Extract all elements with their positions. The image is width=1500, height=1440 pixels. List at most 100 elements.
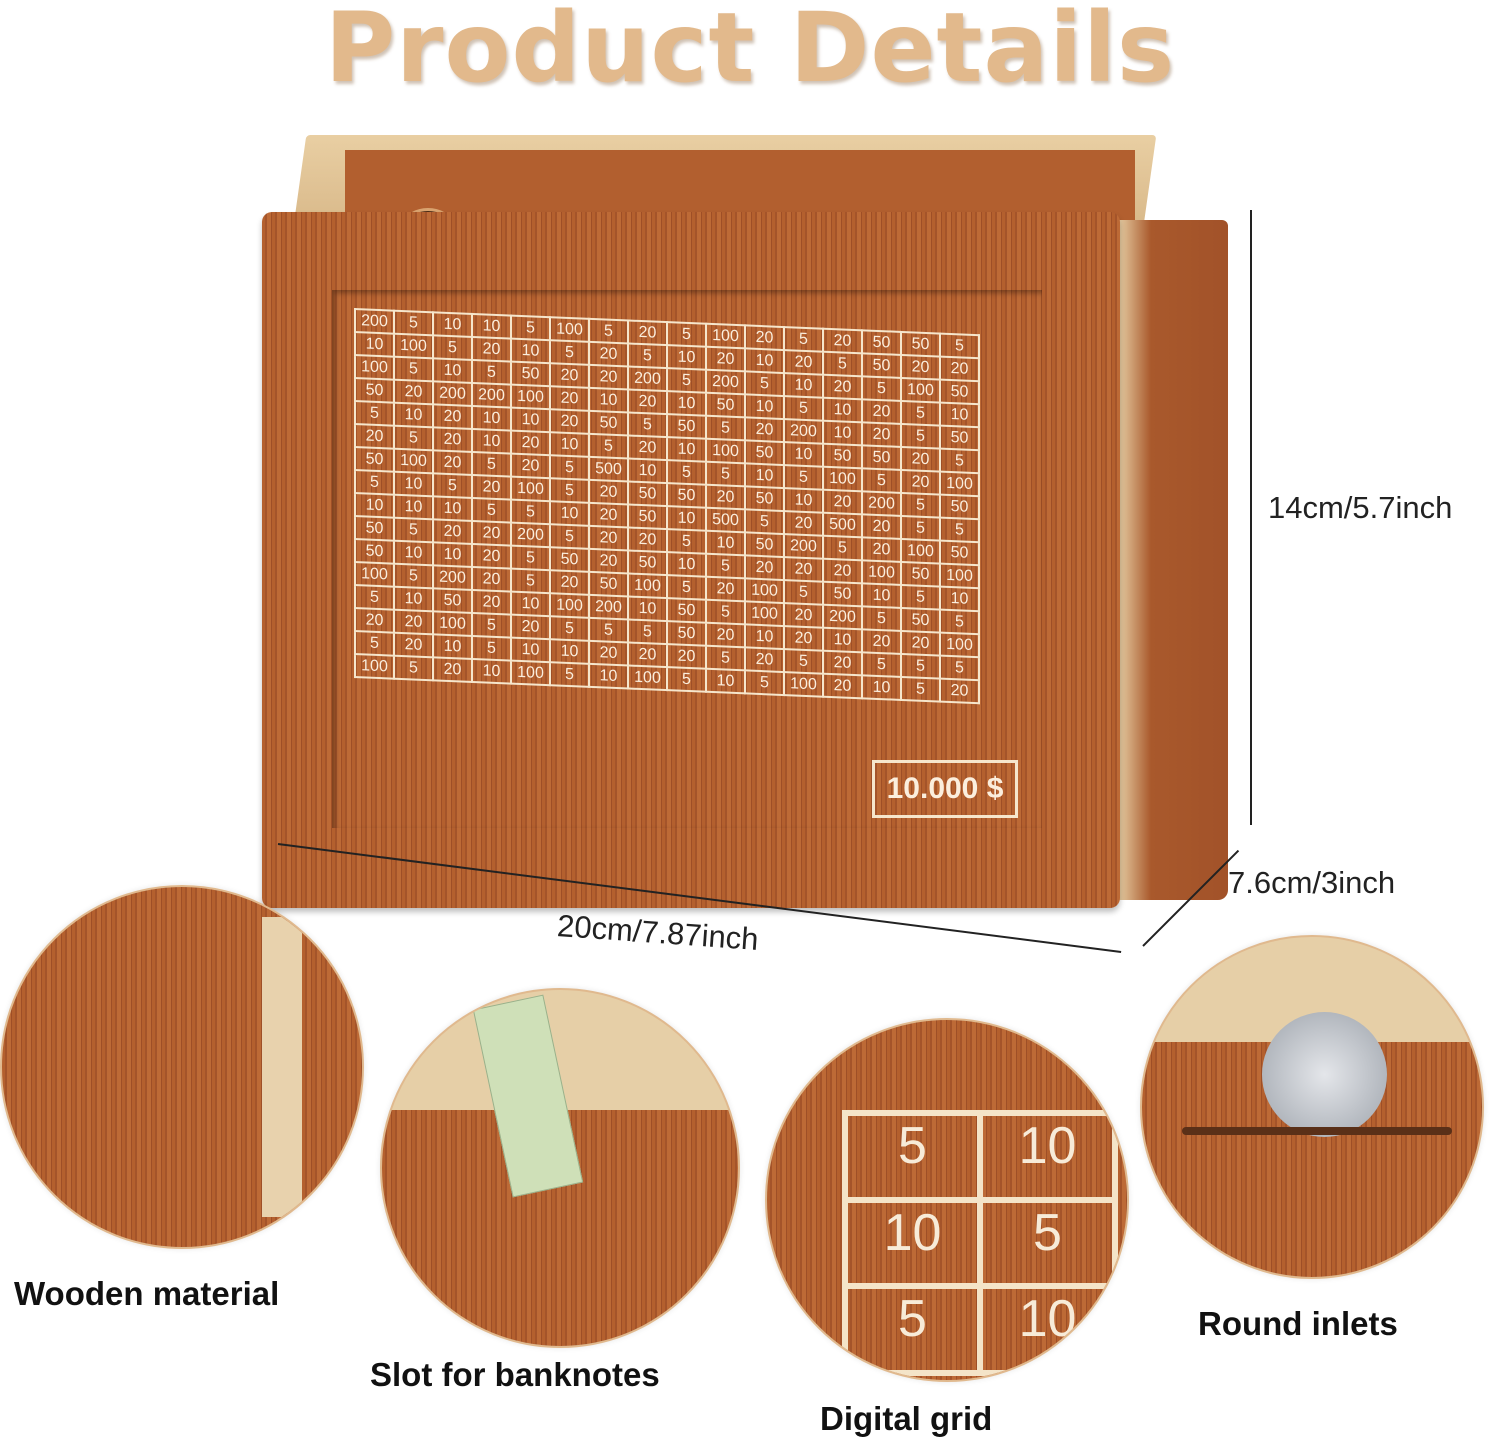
grid-cell: 10 (433, 358, 472, 383)
grid-cell: 50 (667, 483, 706, 508)
width-dimension-label: 20cm/7.87inch (556, 908, 760, 957)
grid-cell: 100 (823, 466, 862, 492)
feature-label-round-inlets: Round inlets (1198, 1305, 1398, 1342)
coin-icon (1262, 1012, 1387, 1137)
grid-cell: 50 (745, 532, 784, 558)
grid-cell: 10 (667, 345, 706, 370)
grid-cell: 10 (745, 624, 784, 650)
grid-cell: 10 (628, 596, 667, 622)
grid-cell: 10 (472, 658, 511, 684)
grid-cell: 20 (550, 363, 589, 388)
grid-cell: 20 (589, 479, 628, 505)
grid-cell: 10 (862, 583, 901, 608)
grid-cell: 50 (628, 550, 667, 576)
grid-cell: 5 (862, 606, 901, 631)
grid-cell: 20 (589, 525, 628, 551)
grid-cell: 10 (511, 338, 550, 364)
grid-cell: 20 (550, 409, 589, 434)
grid-cell: 5 (550, 340, 589, 365)
grid-cell: 10 (784, 488, 823, 513)
grid-cell: 50 (355, 516, 394, 541)
grid-cell: 50 (355, 447, 394, 472)
grid-cell: 10 (589, 387, 628, 413)
grid-cell: 100 (394, 333, 433, 359)
digital-grid-closeup: 5 10 10 5 5 10 (765, 1018, 1129, 1382)
grid-cell: 10 (745, 348, 784, 374)
grid-cell: 10 (706, 668, 745, 694)
grid-cell: 10 (394, 540, 433, 566)
grid-cell: 50 (823, 443, 862, 469)
goal-badge: 10.000 $ (872, 760, 1018, 818)
grid-cell: 50 (355, 378, 394, 403)
grid-cell: 10 (823, 397, 862, 423)
grid-cell: 20 (862, 399, 901, 424)
grid-cell: 100 (940, 632, 979, 658)
grid-cell: 10 (433, 542, 472, 567)
grid-cell: 20 (589, 502, 628, 528)
grid-cell: 100 (550, 593, 589, 618)
grid-cell: 5 (550, 662, 589, 687)
grid-cell: 5 (394, 425, 433, 451)
grid-cell: 200 (433, 381, 472, 406)
grid-cell: 5 (940, 448, 979, 474)
grid-cell: 20 (550, 386, 589, 411)
feature-label-slot-for-banknotes: Slot for banknotes (370, 1356, 660, 1393)
grid-cell: 50 (745, 440, 784, 466)
grid-cell: 50 (940, 540, 979, 566)
grid-cell: 10 (745, 394, 784, 420)
grid-cell: 20 (394, 632, 433, 658)
grid-cell: 100 (550, 317, 589, 342)
grid-cell: 200 (355, 309, 394, 334)
grid-cell: 10 (589, 663, 628, 689)
grid-cell: 5 (355, 401, 394, 426)
grid-cell: 50 (940, 494, 979, 520)
grid-cell: 100 (862, 560, 901, 585)
grid-cell: 20 (511, 453, 550, 479)
height-dimension-label: 14cm/5.7inch (1268, 490, 1453, 525)
grid-cell: 20 (472, 589, 511, 615)
grid-cell: 20 (628, 389, 667, 415)
grid-cell: 10 (550, 639, 589, 664)
grid-cell: 20 (472, 474, 511, 500)
grid-cell: 200 (472, 382, 511, 408)
grid-cell: 10 (394, 402, 433, 428)
grid-cell: 10 (394, 586, 433, 612)
grid-cell: 5 (784, 396, 823, 421)
grid-cell: 5 (862, 652, 901, 677)
grid-cell: 100 (901, 538, 940, 564)
grid-cell: 100 (628, 665, 667, 691)
grid-cell: 5 (394, 655, 433, 681)
grid-cell: 50 (901, 607, 940, 633)
grid-cell: 20 (706, 484, 745, 510)
grid-cell: 10 (511, 591, 550, 617)
grid-cell: 5 (667, 575, 706, 600)
grid-cell: 10 (550, 432, 589, 457)
grid-cell: 5 (980, 1199, 1115, 1287)
grid-cell: 5 (901, 676, 940, 702)
grid-cell: 20 (745, 555, 784, 581)
grid-cell: 200 (628, 366, 667, 392)
grid-cell: 5 (550, 455, 589, 480)
grid-cell: 20 (940, 356, 979, 382)
grid-cell: 100 (940, 563, 979, 589)
grid-cell: 5 (940, 517, 979, 543)
grid-cell: 5 (706, 461, 745, 487)
grid-cell: 100 (433, 611, 472, 636)
grid-cell: 50 (511, 361, 550, 387)
grid-cell: 10 (823, 627, 862, 653)
grid-cell: 5 (667, 667, 706, 692)
grid-cell: 20 (667, 644, 706, 669)
grid-cell: 20 (901, 469, 940, 495)
grid-cell: 200 (784, 419, 823, 444)
grid-cell: 20 (355, 424, 394, 449)
banknote-slot-closeup (380, 988, 740, 1348)
grid-cell: 10 (980, 1286, 1115, 1373)
grid-cell: 200 (589, 594, 628, 620)
grid-cell: 5 (901, 400, 940, 426)
grid-cell: 20 (394, 379, 433, 405)
grid-cell: 5 (394, 356, 433, 382)
grid-cell: 10 (628, 458, 667, 484)
grid-cell: 50 (940, 425, 979, 451)
grid-cell: 5 (667, 460, 706, 485)
